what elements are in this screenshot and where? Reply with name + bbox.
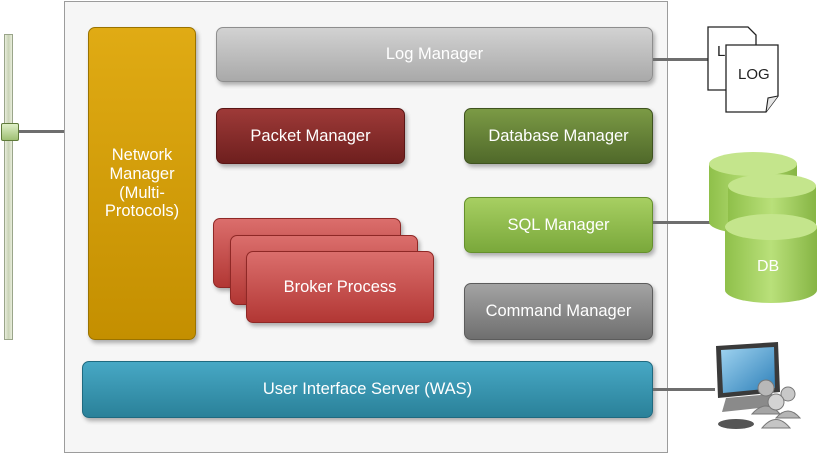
log-manager-label: Log Manager bbox=[385, 45, 484, 64]
packet-manager-label: Packet Manager bbox=[250, 126, 371, 145]
log-document-back-label: L bbox=[717, 43, 725, 60]
user-interface-server-label: User Interface Server (WAS) bbox=[262, 380, 473, 399]
client-connection-line bbox=[653, 388, 715, 391]
packet-manager-box: Packet Manager bbox=[216, 108, 405, 164]
database-manager-label: Database Manager bbox=[488, 126, 629, 145]
document-stack-icon: L LOG bbox=[707, 26, 779, 113]
log-manager-box: Log Manager bbox=[216, 27, 653, 82]
log-document-front-icon: LOG bbox=[725, 44, 779, 113]
network-manager-box: Network Manager (Multi-Protocols) bbox=[88, 27, 196, 340]
log-document-front-label: LOG bbox=[738, 66, 770, 83]
sql-manager-box: SQL Manager bbox=[464, 197, 653, 253]
network-manager-label: Network Manager (Multi-Protocols) bbox=[104, 145, 180, 221]
broker-process-box: Broker Process bbox=[246, 251, 434, 323]
database-manager-box: Database Manager bbox=[464, 108, 653, 164]
command-manager-label: Command Manager bbox=[485, 302, 632, 321]
network-connection-line bbox=[19, 130, 89, 133]
network-bus-icon bbox=[4, 34, 13, 340]
database-cylinder-icon: DB DB bbox=[709, 152, 817, 303]
db-connection-line bbox=[653, 221, 711, 224]
db-cylinder-front: DB bbox=[725, 214, 817, 303]
broker-process-label: Broker Process bbox=[283, 277, 397, 296]
db-cylinder-front-label: DB bbox=[757, 258, 779, 275]
computer-users-icon bbox=[716, 342, 802, 429]
command-manager-box: Command Manager bbox=[464, 283, 653, 340]
network-bus-connector-icon bbox=[1, 123, 19, 141]
log-connection-line bbox=[653, 58, 711, 61]
user-interface-server-box: User Interface Server (WAS) bbox=[82, 361, 653, 418]
sql-manager-label: SQL Manager bbox=[507, 215, 610, 234]
